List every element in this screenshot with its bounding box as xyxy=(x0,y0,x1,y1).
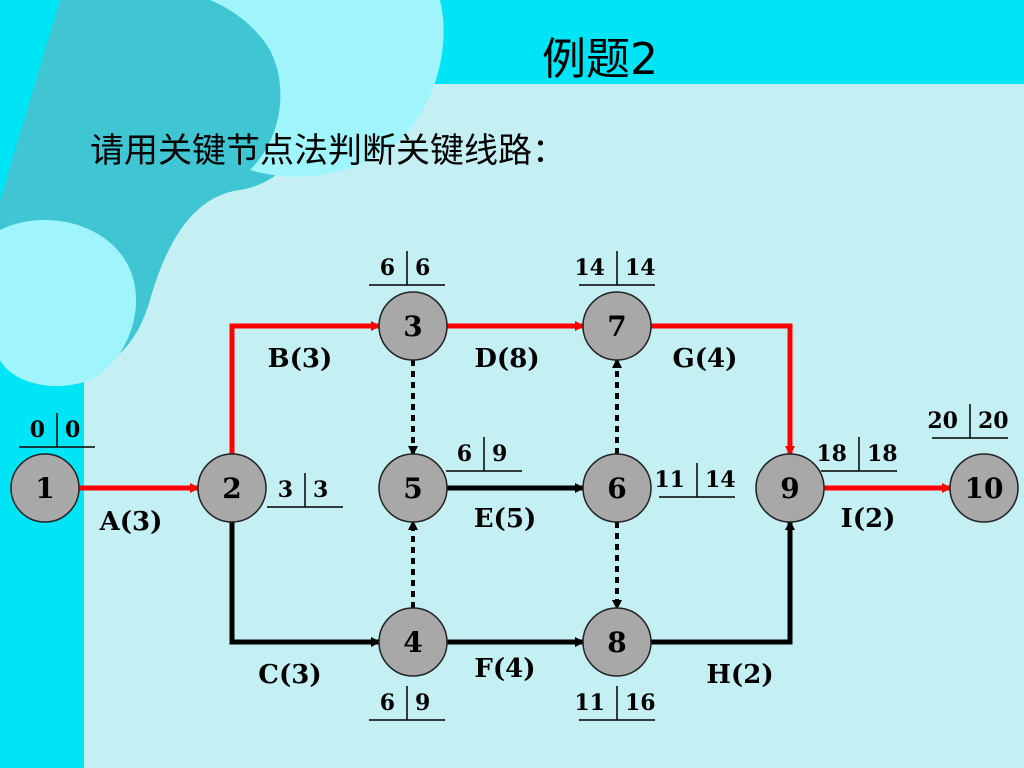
earliest-time: 11 xyxy=(654,467,685,493)
node-8: 8 xyxy=(582,607,652,677)
earliest-time: 3 xyxy=(278,477,293,503)
latest-time: 3 xyxy=(313,477,328,503)
latest-time: 14 xyxy=(625,255,656,281)
node-times-6: 11 14 xyxy=(654,463,736,498)
node-number: 6 xyxy=(607,472,626,505)
node-circle xyxy=(378,607,448,677)
activity-arrow-c xyxy=(229,522,381,647)
node-number: 3 xyxy=(403,310,422,343)
activity-label-h: H(2) xyxy=(706,660,773,690)
node-6: 6 xyxy=(582,453,652,523)
earliest-time: 6 xyxy=(380,255,395,281)
activity-label-a: A(3) xyxy=(99,507,163,537)
activity-label-f: F(4) xyxy=(474,654,535,684)
node-10: 10 xyxy=(949,453,1019,523)
page-title: 例题2 xyxy=(542,34,658,85)
node-2: 2 xyxy=(197,453,267,523)
node-4: 4 xyxy=(378,607,448,677)
earliest-time: 20 xyxy=(927,408,958,434)
node-times-8: 11 16 xyxy=(574,686,656,721)
node-9: 9 xyxy=(755,453,825,523)
blob-light-petal-lower xyxy=(0,220,137,387)
activity-label-c: C(3) xyxy=(258,660,321,690)
decorative-blob xyxy=(0,0,444,387)
latest-time: 9 xyxy=(492,441,507,467)
node-number: 10 xyxy=(965,472,1004,505)
earliest-time: 0 xyxy=(30,417,45,443)
latest-time: 0 xyxy=(65,417,80,443)
node-number: 2 xyxy=(222,472,241,505)
node-number: 7 xyxy=(607,310,626,343)
latest-time: 9 xyxy=(415,690,430,716)
activity-label-e: E(5) xyxy=(474,504,537,534)
activity-label-b: B(3) xyxy=(268,344,333,374)
node-circle xyxy=(949,453,1019,523)
nodes-layer: 1 2 3 4 5 6 7 8 9 10 xyxy=(10,291,1019,677)
earliest-time: 6 xyxy=(380,690,395,716)
node-circle xyxy=(582,607,652,677)
latest-time: 14 xyxy=(705,467,736,493)
earliest-time: 6 xyxy=(457,441,472,467)
node-number: 1 xyxy=(35,472,54,505)
node-times-7: 14 14 xyxy=(574,251,656,286)
latest-time: 6 xyxy=(415,255,430,281)
node-circle xyxy=(755,453,825,523)
activity-arrow-b xyxy=(229,321,381,454)
node-circle xyxy=(378,453,448,523)
node-1: 1 xyxy=(10,453,80,523)
activity-arrow-h xyxy=(651,520,795,645)
activity-label-d: D(8) xyxy=(474,344,539,374)
activity-arrow-g xyxy=(651,323,795,456)
latest-time: 18 xyxy=(867,441,898,467)
node-7: 7 xyxy=(582,291,652,361)
subtitle: 请用关键节点法判断关键线路： xyxy=(90,131,566,171)
node-number: 8 xyxy=(607,626,626,659)
node-5: 5 xyxy=(378,453,448,523)
edges-layer xyxy=(79,321,952,647)
earliest-time: 11 xyxy=(574,690,605,716)
node-number: 5 xyxy=(403,472,422,505)
node-3: 3 xyxy=(378,291,448,361)
node-circle xyxy=(378,291,448,361)
node-circle xyxy=(582,453,652,523)
node-circle xyxy=(10,453,80,523)
activity-label-i: I(2) xyxy=(841,504,896,534)
node-circle xyxy=(197,453,267,523)
earliest-time: 18 xyxy=(816,441,847,467)
earliest-time: 14 xyxy=(574,255,605,281)
latest-time: 16 xyxy=(625,690,656,716)
blob-light-petal xyxy=(210,0,444,177)
node-circle xyxy=(582,291,652,361)
node-number: 9 xyxy=(780,472,799,505)
node-number: 4 xyxy=(403,626,422,659)
latest-time: 20 xyxy=(978,408,1009,434)
activity-label-g: G(4) xyxy=(673,344,738,374)
